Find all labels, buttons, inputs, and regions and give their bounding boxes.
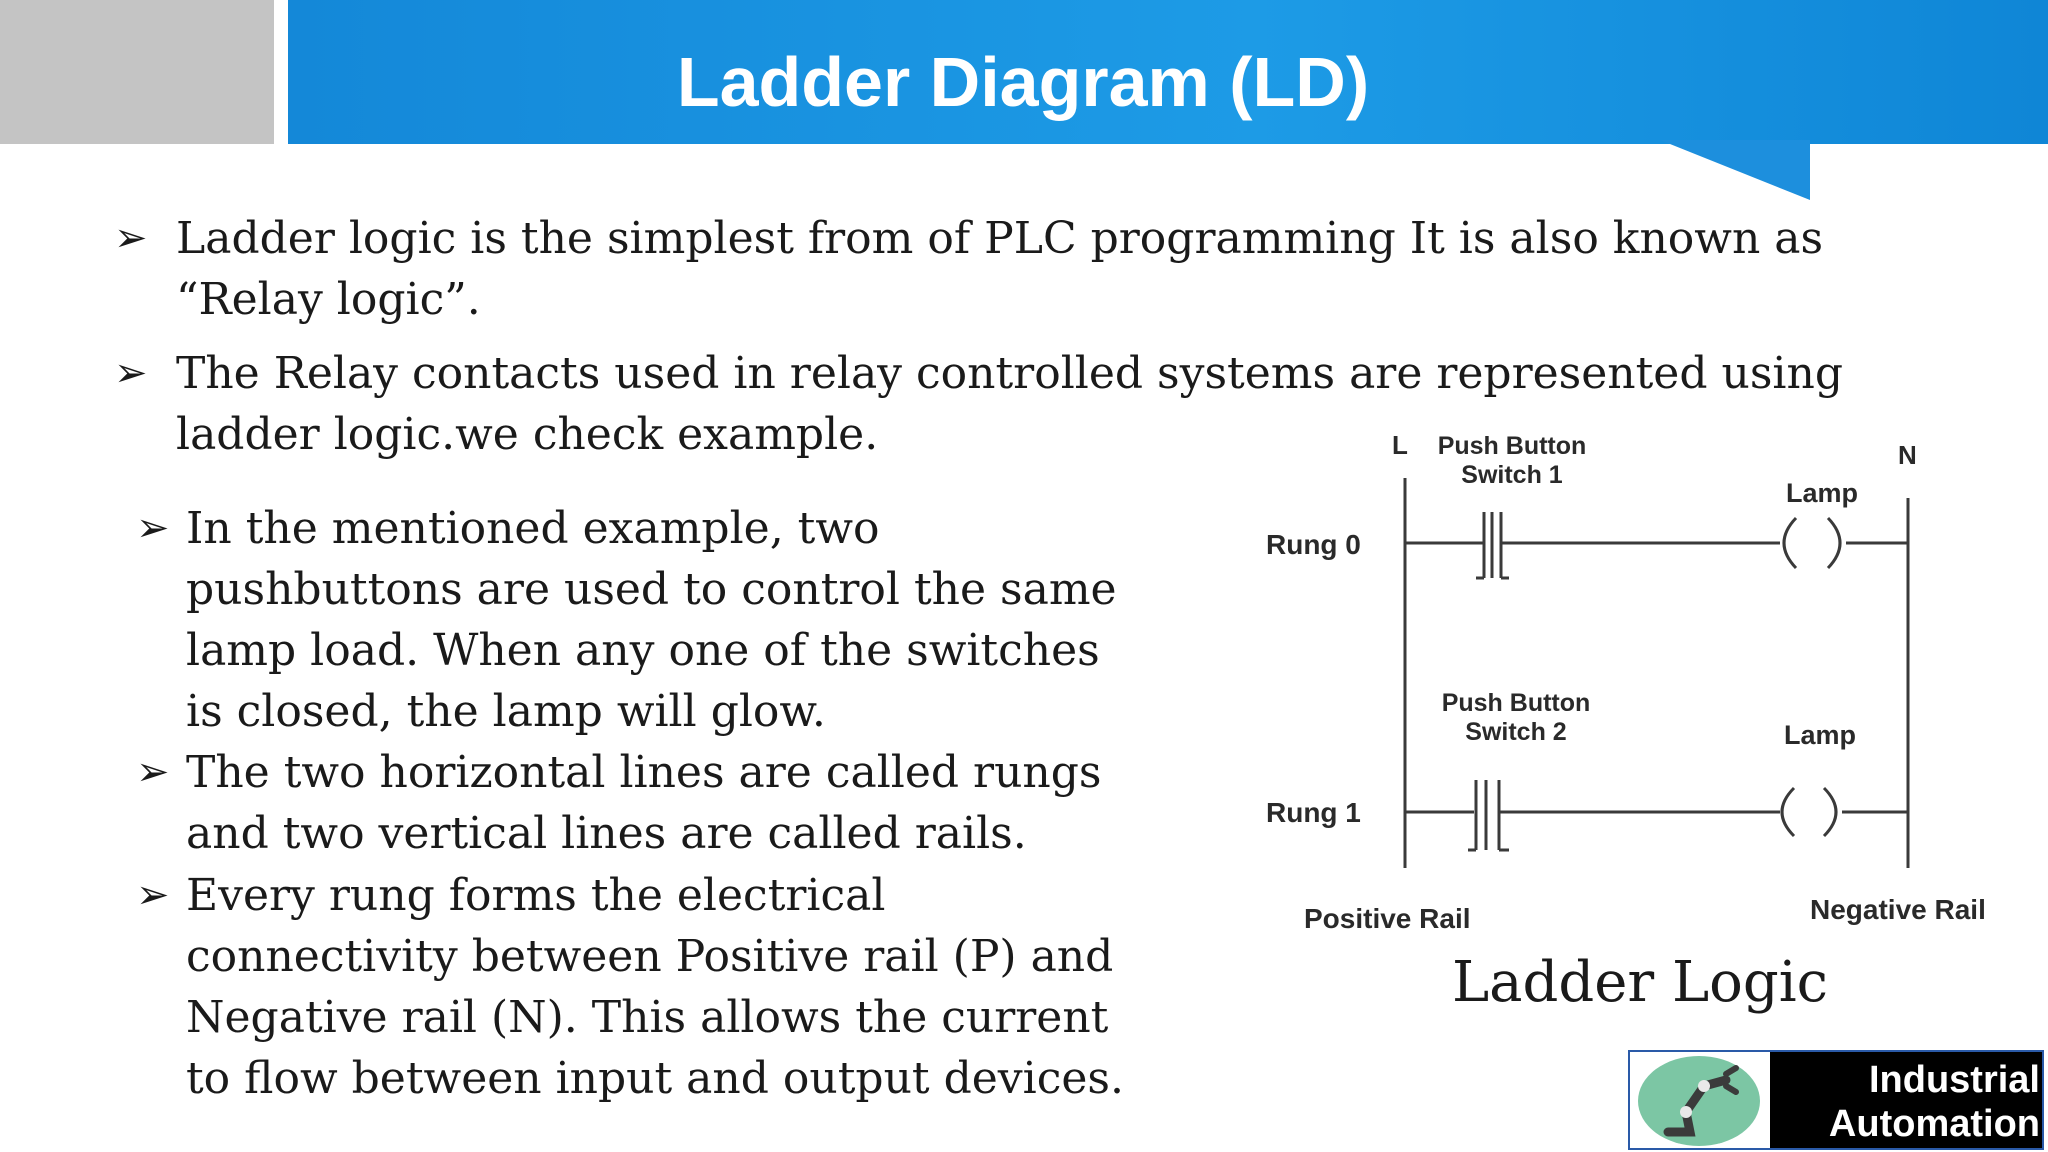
bullet-text-line: and two vertical lines are called rails. bbox=[186, 808, 1027, 859]
rung-0-contact-icon bbox=[1476, 512, 1509, 580]
bullet-text-line: The Relay contacts used in relay control… bbox=[176, 348, 1843, 399]
rung-0-contact-label: Push Button bbox=[1438, 432, 1587, 460]
rung-1-coil-label: Lamp bbox=[1784, 720, 1856, 750]
positive-rail-label: Positive Rail bbox=[1304, 903, 1471, 934]
title-bar-wedge bbox=[1660, 140, 1810, 200]
robot-arm-icon bbox=[1638, 1056, 1760, 1146]
diagram-caption: Ladder Logic bbox=[1451, 950, 1828, 1015]
bullet-text-line: In the mentioned example, two bbox=[186, 503, 880, 554]
bullet-example: ➢ In the mentioned example, two pushbutt… bbox=[136, 498, 1186, 742]
bullet-text-line: Every rung forms the electrical bbox=[186, 870, 886, 921]
arrow-bullet-icon: ➢ bbox=[114, 215, 148, 261]
negative-rail-label: Negative Rail bbox=[1810, 894, 1986, 925]
arrow-bullet-icon: ➢ bbox=[136, 872, 170, 918]
bullet-text-line: is closed, the lamp will glow. bbox=[186, 686, 826, 737]
bullet-text-line: pushbuttons are used to control the same bbox=[186, 564, 1117, 615]
ladder-diagram: L N Push Button Switch 1 Lamp Rung 0 Pus… bbox=[1266, 430, 1986, 934]
bullet-rungs-rails: ➢ The two horizontal lines are called ru… bbox=[136, 742, 1186, 864]
bullet-text-line: Negative rail (N). This allows the curre… bbox=[186, 992, 1109, 1043]
page-title: Ladder Diagram (LD) bbox=[676, 43, 1370, 121]
bullet-text-line: “Relay logic”. bbox=[176, 274, 481, 325]
rung-0-contact-label: Switch 1 bbox=[1461, 461, 1563, 489]
bullet-ladder-logic: ➢ Ladder logic is the simplest from of P… bbox=[114, 208, 1996, 330]
arrow-bullet-icon: ➢ bbox=[136, 749, 170, 795]
right-rail-label: N bbox=[1898, 440, 1917, 470]
rung-1-coil-icon bbox=[1780, 786, 1838, 838]
rung-1-label: Rung 1 bbox=[1266, 797, 1361, 828]
title-bar bbox=[288, 0, 2048, 144]
bullet-relay-contacts: ➢ The Relay contacts used in relay contr… bbox=[114, 343, 1996, 465]
arrow-bullet-icon: ➢ bbox=[114, 350, 148, 396]
rung-1-contact-label: Push Button bbox=[1442, 689, 1591, 717]
bullet-text-line: ladder logic.we check example. bbox=[176, 409, 879, 460]
bullet-text-line: lamp load. When any one of the switches bbox=[186, 625, 1100, 676]
left-rail-label: L bbox=[1392, 430, 1408, 460]
bullet-connectivity: ➢ Every rung forms the electrical connec… bbox=[136, 865, 1186, 1109]
logo-text: Industrial Automation bbox=[1770, 1058, 2040, 1146]
rung-1-contact-label: Switch 2 bbox=[1465, 718, 1566, 746]
bullet-text-line: Ladder logic is the simplest from of PLC… bbox=[176, 213, 1824, 264]
bullet-text-line: The two horizontal lines are called rung… bbox=[186, 747, 1102, 798]
logo-text-line: Industrial bbox=[1868, 1059, 2040, 1101]
bullet-text-line: to flow between input and output devices… bbox=[186, 1053, 1124, 1104]
logo-text-line: Automation bbox=[1828, 1103, 2040, 1145]
arrow-bullet-icon: ➢ bbox=[136, 505, 170, 551]
header-grey-block bbox=[0, 0, 274, 144]
rung-0-coil-icon bbox=[1782, 516, 1842, 570]
industrial-automation-logo: Industrial Automation bbox=[1628, 1050, 2044, 1150]
bullet-text-line: connectivity between Positive rail (P) a… bbox=[186, 931, 1114, 982]
rung-0-label: Rung 0 bbox=[1266, 529, 1361, 560]
rung-0-coil-label: Lamp bbox=[1786, 478, 1858, 508]
rung-1-contact-icon bbox=[1468, 780, 1509, 852]
